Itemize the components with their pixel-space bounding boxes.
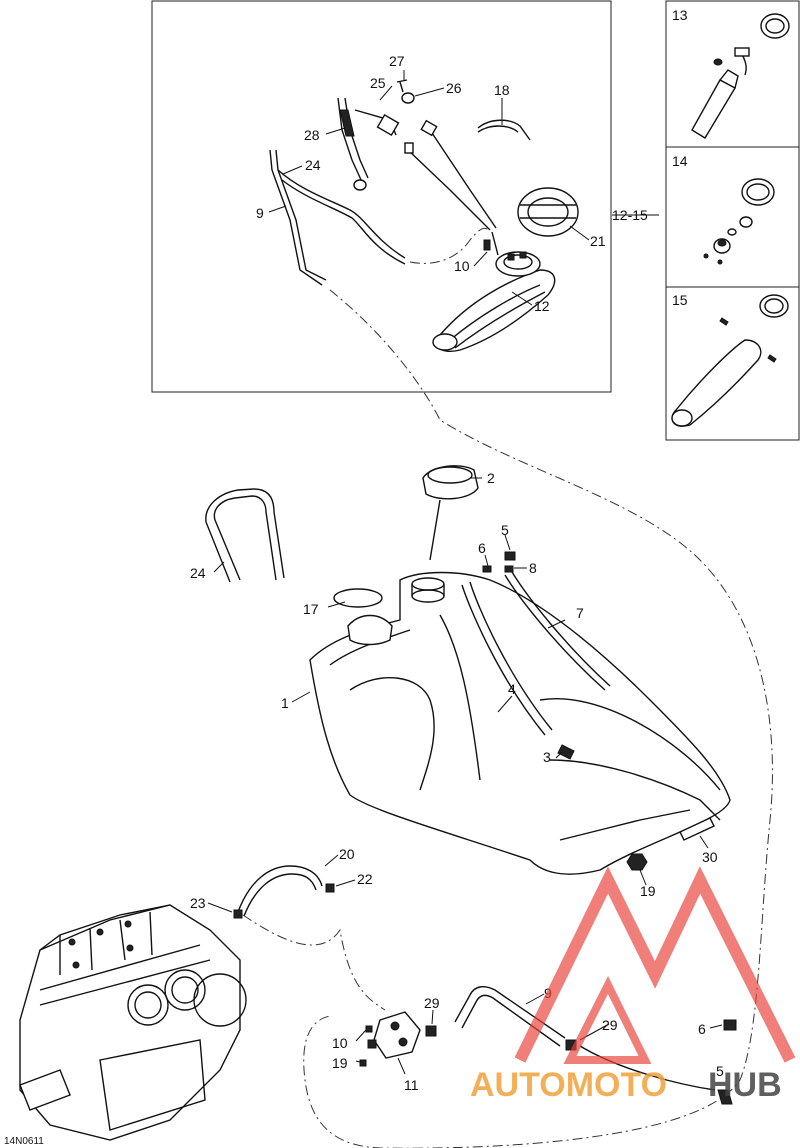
callout-10-lower: 10 [332, 1035, 348, 1051]
callout-8: 8 [529, 560, 537, 576]
hose-part-4 [461, 581, 553, 736]
callout-7: 7 [576, 605, 584, 621]
fitting-part-23 [233, 909, 243, 919]
engine-block [19, 904, 247, 1141]
callout-19: 19 [640, 883, 656, 899]
hose-clamp-part-29 [425, 1025, 437, 1037]
watermark-text-automoto: AUTOMOTO [470, 1066, 667, 1104]
figure-code: 14N0611 [4, 1136, 44, 1147]
callout-17: 17 [303, 601, 319, 617]
callout-21: 21 [590, 233, 606, 249]
nut-part-19 [626, 853, 648, 871]
fuel-pump-detail-box [151, 0, 612, 393]
callout-24-lower: 24 [190, 565, 206, 581]
fuel-line-part-20 [237, 865, 323, 917]
fuel-pump-hoses [269, 97, 497, 286]
vent-hose-part-24 [205, 488, 285, 583]
callout-22: 22 [357, 871, 373, 887]
lock-ring-part-21 [517, 187, 579, 237]
hose-part-7 [504, 571, 611, 691]
callout-30: 30 [702, 849, 718, 865]
callout-5: 5 [501, 522, 509, 538]
callout-9: 9 [256, 205, 264, 221]
elbow-part-3 [557, 744, 575, 760]
fuel-valve-part-11 [367, 1011, 421, 1059]
callout-11: 11 [404, 1077, 419, 1093]
assembly-dashed-line [409, 227, 491, 264]
assembly-dashed-line [242, 914, 386, 1011]
callout-19-lower: 19 [332, 1055, 348, 1071]
callout-10: 10 [454, 258, 470, 274]
callout-29: 29 [424, 995, 440, 1011]
callout-15: 15 [672, 292, 688, 308]
callout-24: 24 [305, 157, 321, 173]
callout-6-lower: 6 [698, 1021, 706, 1037]
callout-6: 6 [478, 540, 486, 556]
detail-box-15 [665, 286, 800, 441]
fuel-pump-housing-part-15 [671, 294, 789, 427]
callout-1: 1 [281, 695, 289, 711]
screw-part-10 [483, 239, 491, 251]
callout-25: 25 [370, 75, 386, 91]
fuel-cap-part-2 [422, 465, 479, 561]
bolt-part-30 [679, 817, 715, 841]
callout-5-lower: 5 [716, 1063, 724, 1079]
fitting-part-6 [723, 1019, 737, 1031]
watermark-logo: AUTOMOTO HUB [470, 866, 796, 1104]
fitting-part-22 [325, 883, 335, 893]
outlet-hose [579, 1045, 716, 1091]
fuel-tank-part-1 [309, 571, 731, 875]
callout-13: 13 [672, 7, 688, 23]
gasket-part-17 [333, 588, 383, 608]
clamp-part-26 [396, 79, 415, 104]
screw-part-10 [365, 1025, 373, 1033]
fuel-pump-module [432, 231, 556, 352]
callout-27: 27 [389, 53, 405, 69]
callout-12-15: 12-15 [612, 207, 648, 223]
watermark-text-hub: HUB [708, 1066, 782, 1104]
nut-part-19 [359, 1059, 367, 1067]
callout-14: 14 [672, 153, 688, 169]
seal-kit-part-14 [703, 178, 775, 265]
callout-23: 23 [190, 895, 206, 911]
fuel-filter-part-13 [691, 13, 790, 139]
fitting-part-5 [504, 551, 516, 561]
fitting-part-8 [504, 565, 514, 573]
leader-lines [207, 70, 723, 1075]
fitting-part-6 [482, 565, 492, 573]
assembly-dashed-line [303, 289, 773, 1148]
callout-18: 18 [494, 82, 510, 98]
tie-strap-part-18 [477, 119, 531, 141]
callout-20: 20 [339, 846, 355, 862]
callout-12: 12 [534, 298, 550, 314]
callout-3: 3 [543, 749, 551, 765]
callout-2: 2 [487, 470, 495, 486]
callout-29-lower: 29 [602, 1017, 618, 1033]
callout-28: 28 [304, 127, 320, 143]
callout-26: 26 [446, 80, 462, 96]
fitting-part-5 [717, 1089, 733, 1105]
callout-4: 4 [508, 681, 516, 697]
fuel-line-part-9 [454, 986, 566, 1047]
